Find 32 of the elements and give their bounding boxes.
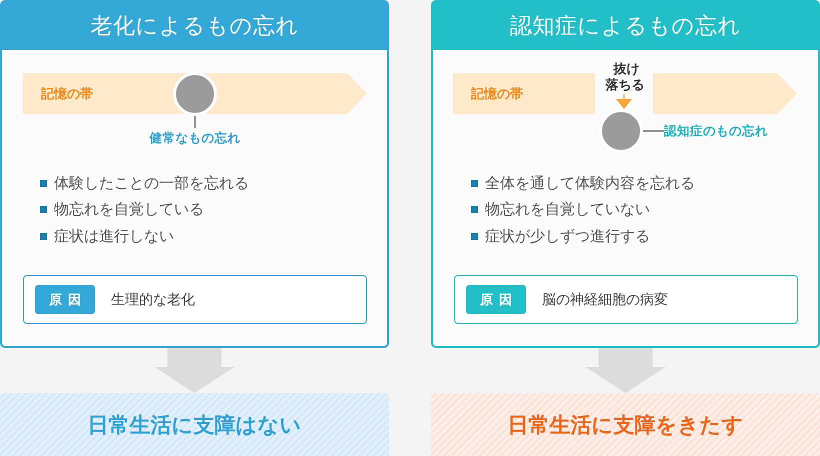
bullet-text: 全体を通して体験内容を忘れる bbox=[485, 174, 695, 193]
callout-label: 健常なもの忘れ bbox=[145, 128, 245, 148]
info-panel bbox=[431, 0, 820, 348]
bullet-text: 物忘れを自覚していない bbox=[485, 200, 650, 220]
memory-band bbox=[23, 73, 367, 114]
cause-tag: 原因 bbox=[35, 285, 95, 314]
cause-text: 生理的な老化 bbox=[111, 290, 195, 308]
callout-label: 認知症のもの忘れ bbox=[664, 121, 794, 141]
block-arrow bbox=[586, 348, 666, 393]
result-text: 日常生活に支障をきたす bbox=[508, 412, 744, 438]
bullet-text: 症状は進行しない bbox=[54, 226, 174, 246]
bullet-text: 症状が少しずつ進行する bbox=[485, 226, 650, 246]
panel-title: 認知症によるもの忘れ bbox=[510, 13, 741, 41]
cause-box bbox=[23, 275, 367, 324]
cause-box bbox=[454, 275, 798, 324]
bullet-text: 体験したことの一部を忘れる bbox=[54, 174, 249, 193]
result-banner bbox=[431, 393, 820, 456]
arrow bbox=[616, 94, 632, 109]
memory-circle bbox=[599, 109, 643, 153]
leader-line bbox=[643, 130, 664, 132]
cause-text: 脳の神経細胞の病変 bbox=[542, 290, 668, 308]
leader-line bbox=[194, 116, 196, 128]
band-label: 記憶の帯 bbox=[471, 86, 523, 102]
info-panel bbox=[0, 0, 389, 348]
block-arrow bbox=[154, 348, 234, 393]
band-label: 記憶の帯 bbox=[41, 86, 93, 102]
result-text: 日常生活に支障はない bbox=[88, 412, 302, 438]
bullet-text: 物忘れを自覚している bbox=[54, 200, 204, 220]
result-banner bbox=[0, 393, 389, 456]
panel-title: 老化によるもの忘れ bbox=[90, 13, 299, 41]
annotation-text: 抜け落ちる bbox=[605, 62, 646, 94]
cause-tag: 原因 bbox=[466, 285, 526, 314]
